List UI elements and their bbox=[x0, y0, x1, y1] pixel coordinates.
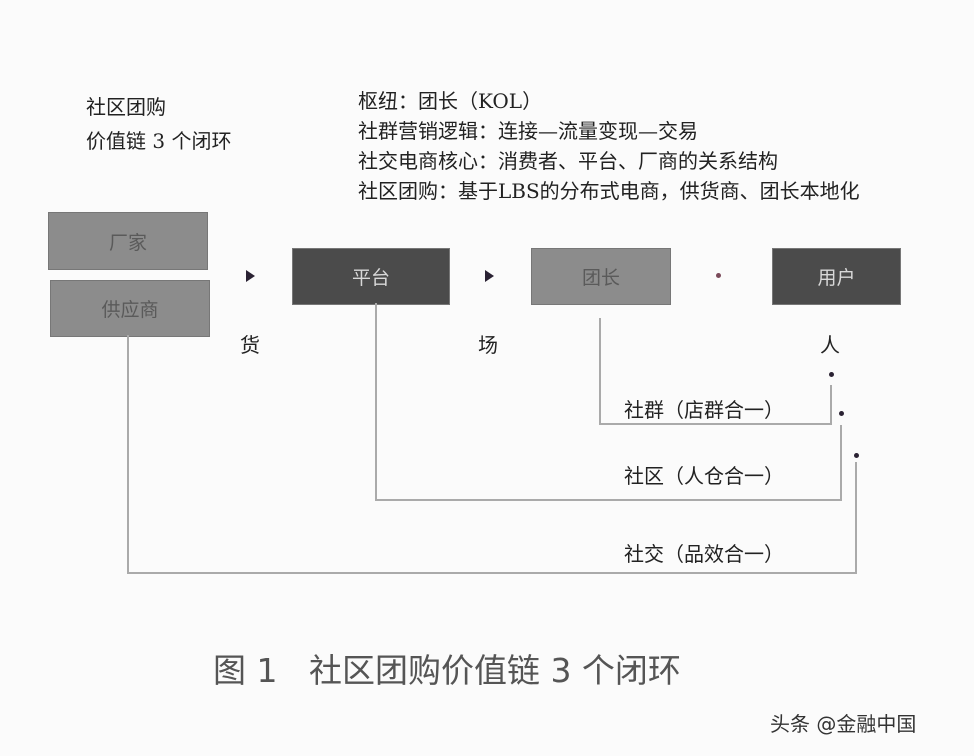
loop-line bbox=[127, 335, 129, 574]
watermark: 头条 @金融中国 bbox=[770, 712, 917, 736]
arrow-right-icon bbox=[246, 270, 255, 282]
loop-line bbox=[855, 462, 857, 574]
note-line: 社区团购：基于LBS的分布式电商，供货商、团长本地化 bbox=[358, 179, 860, 203]
stage-people: 人 bbox=[820, 333, 840, 357]
dot-icon bbox=[716, 273, 721, 278]
loop-line bbox=[375, 499, 841, 501]
loop-line bbox=[375, 303, 377, 501]
stage-goods: 货 bbox=[240, 333, 260, 357]
box-supplier: 供应商 bbox=[50, 280, 210, 337]
loop-label-community: 社区（人仓合一） bbox=[624, 464, 784, 488]
dot-icon bbox=[854, 453, 859, 458]
left-title-line: 社区团购 bbox=[86, 95, 166, 119]
loop-line bbox=[599, 423, 831, 425]
loop-line bbox=[599, 318, 601, 424]
stage-venue: 场 bbox=[478, 333, 498, 357]
loop-label-social: 社交（品效合一） bbox=[624, 542, 784, 566]
box-platform: 平台 bbox=[292, 248, 450, 305]
note-line: 社群营销逻辑：连接—流量变现—交易 bbox=[358, 119, 698, 143]
left-title: 社区团购 价值链 3 个闭环 bbox=[86, 92, 231, 157]
loop-line bbox=[127, 572, 857, 574]
notes: 枢纽：团长（KOL） 社群营销逻辑：连接—流量变现—交易 社交电商核心：消费者、… bbox=[358, 86, 860, 206]
note-line: 枢纽：团长（KOL） bbox=[358, 89, 543, 113]
dot-icon bbox=[839, 411, 844, 416]
figure-caption: 图 1 社区团购价值链 3 个闭环 bbox=[213, 651, 681, 690]
loop-line bbox=[830, 385, 832, 425]
dot-icon bbox=[829, 372, 834, 377]
arrow-right-icon bbox=[485, 270, 494, 282]
loop-label-community-group: 社群（店群合一） bbox=[624, 398, 784, 422]
loop-line bbox=[840, 425, 842, 501]
box-manufacturer: 厂家 bbox=[48, 212, 208, 270]
note-line: 社交电商核心：消费者、平台、厂商的关系结构 bbox=[358, 149, 778, 173]
left-title-line: 价值链 3 个闭环 bbox=[86, 129, 232, 153]
box-group-leader: 团长 bbox=[531, 248, 671, 305]
box-user: 用户 bbox=[772, 248, 901, 305]
